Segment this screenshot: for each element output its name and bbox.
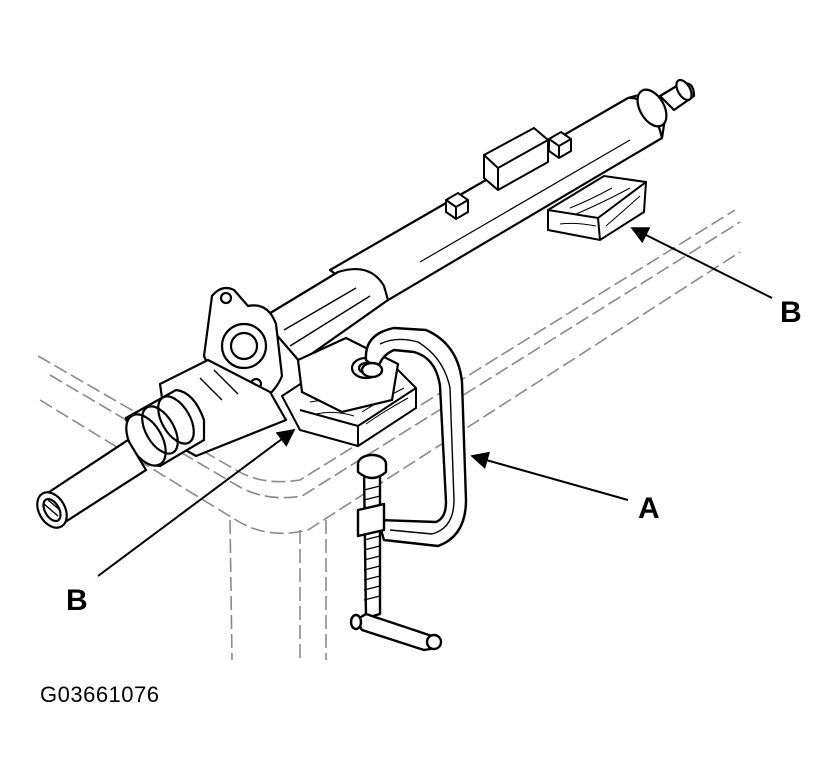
rack-mount-blocks (445, 126, 572, 221)
c-clamp (349, 326, 468, 652)
callout-b-left: B (66, 584, 88, 617)
rack-tube (328, 78, 696, 308)
leader-lines (97, 227, 773, 577)
callout-a: A (638, 492, 660, 525)
callout-b-right: B (780, 296, 802, 329)
right-wood-block (547, 174, 648, 242)
left-tie-rod (36, 438, 148, 529)
leader-b-left (97, 428, 296, 577)
leader-a (470, 451, 629, 501)
leader-b-right (630, 227, 773, 299)
workbench (37, 209, 741, 661)
figure-id: G03661076 (40, 682, 160, 707)
